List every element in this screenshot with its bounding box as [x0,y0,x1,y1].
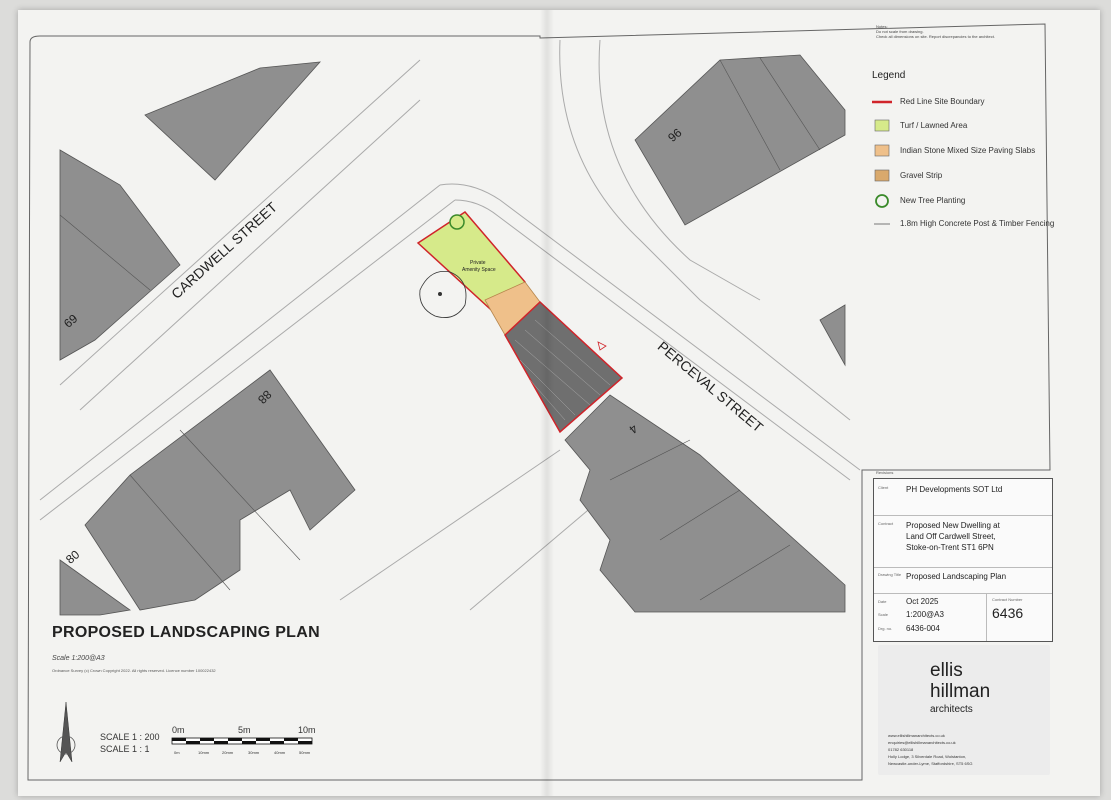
legend-item-tree: New Tree Planting [900,196,966,205]
boundary-marker [597,341,607,351]
scale-mm50: 50mm [299,750,311,755]
company-name-1: ellis [930,660,963,681]
scale-label-1: SCALE 1 : 1 [100,744,150,754]
site-label-line2: Amenity Space [462,267,496,273]
scale-mm30: 30mm [248,750,260,755]
scale-mm10: 10mm [198,750,210,755]
drawing-notes: Notes: Do not scale from drawing. Check … [876,24,995,39]
drawing-scale-note: Scale 1:200@A3 [52,655,105,662]
drawing-title-row: Drawing Title Proposed Landscaping Plan [874,567,1052,594]
copyright-note: Ordnance Survey (c) Crown Copyright 2022… [52,668,216,673]
legend-item-red-line: Red Line Site Boundary [900,97,985,106]
legend-item-fencing: 1.8m High Concrete Post & Timber Fencing [900,219,1055,228]
new-tree-icon [449,214,465,230]
sheet-border [27,23,1051,781]
legend-title: Legend [872,70,906,81]
road-kerbs [39,39,861,611]
scale-5m: 5m [238,725,251,735]
company-logo-panel: ellis hillman architects www.ellishillma… [878,645,1050,775]
party-walls [59,57,821,601]
scale-mm20: 20mm [222,750,234,755]
client-name: PH Developments SOT Ltd [906,485,1003,494]
scale-0m: 0m [172,725,185,735]
page-fold [540,10,554,796]
revisions-label: Revisions [876,470,894,475]
scale-mm0: 0m [174,750,180,755]
legend-item-gravel: Gravel Strip [900,171,943,180]
title-block: Client PH Developments SOT Ltd Contract … [873,478,1053,642]
drawing-title: PROPOSED LANDSCAPING PLAN [52,624,320,641]
contract-row: Contract Proposed New Dwelling at Land O… [874,515,1052,568]
gravel-hatch [514,319,611,421]
legend-symbols [872,100,892,225]
buildings [59,54,846,616]
existing-tree-icon [419,271,467,318]
gravel-area [504,300,624,434]
scale-10m: 10m [298,725,316,735]
legend-item-paving: Indian Stone Mixed Size Paving Slabs [900,146,1036,155]
legend-item-turf: Turf / Lawned Area [900,121,968,130]
north-arrow-icon [56,701,76,763]
site-label-line1: Private [470,260,486,266]
scale-label-200: SCALE 1 : 200 [100,732,160,742]
client-row: Client PH Developments SOT Ltd [874,479,1052,516]
contract-number: 6436 [992,605,1024,621]
company-name-3: architects [930,704,973,715]
date-scale-drg: Date Oct 2025 Scale 1:200@A3 Drg. no. 64… [874,593,987,641]
scale-bar [171,737,313,745]
company-name-2: hillman [930,681,991,702]
scale-mm40: 40mm [274,750,286,755]
